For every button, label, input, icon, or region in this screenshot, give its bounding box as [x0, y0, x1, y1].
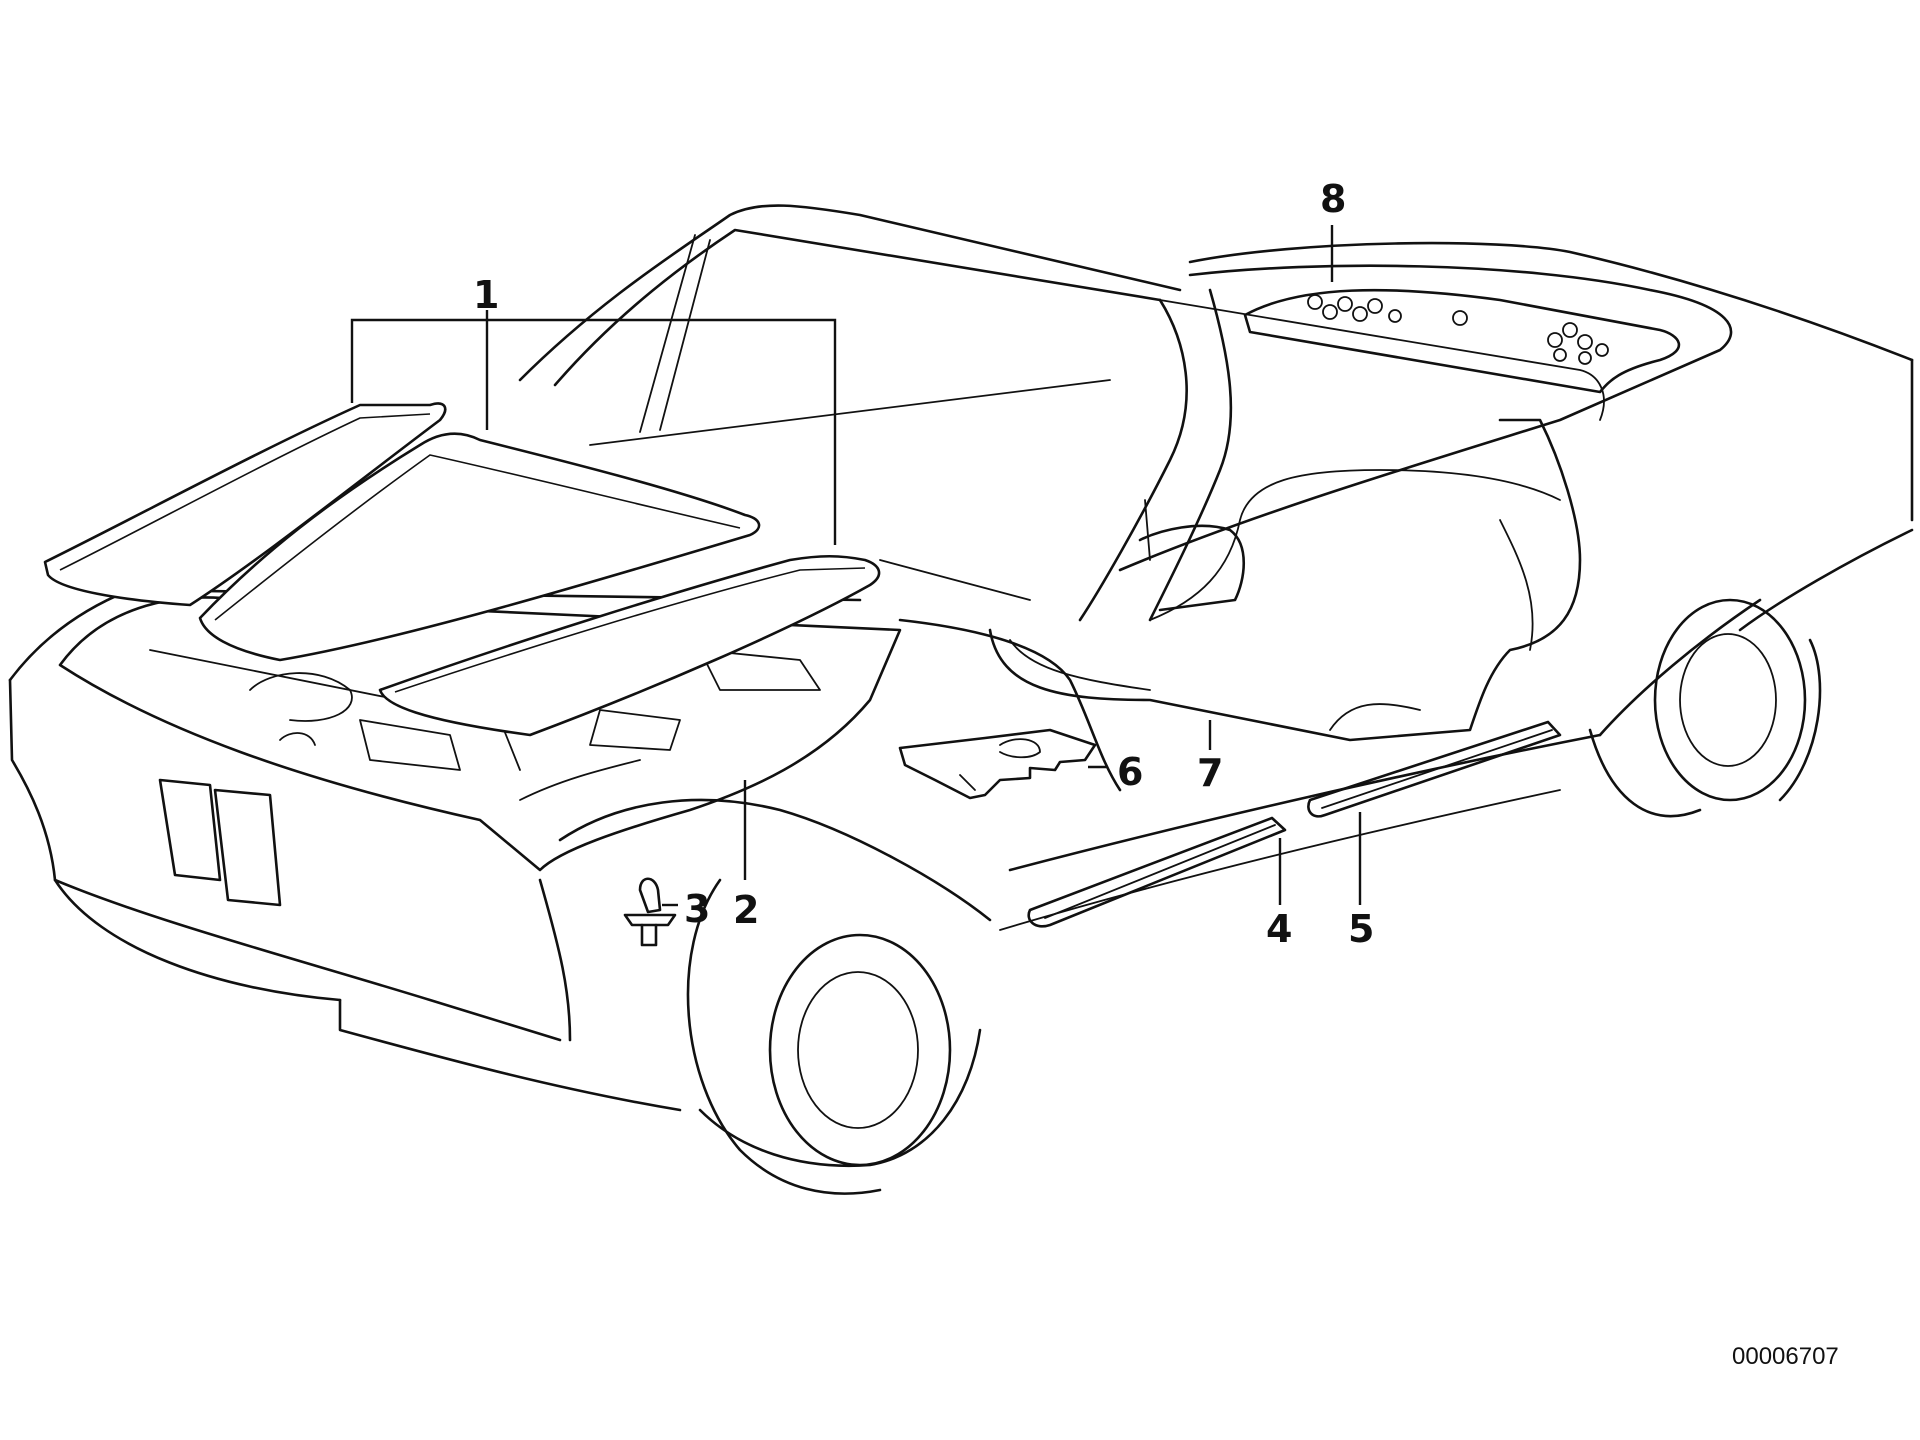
hood-insulation-pads-1	[43, 402, 881, 737]
callout-8: 8	[1320, 177, 1346, 221]
rear-deck-insulation-8	[1243, 288, 1681, 394]
diagram-reference-number: 00006707	[1732, 1343, 1839, 1370]
callout-3: 3	[684, 887, 710, 931]
callout-4: 4	[1266, 907, 1292, 951]
callout-6: 6	[1117, 750, 1143, 794]
sill-insulation-4	[1027, 816, 1287, 928]
callout-7: 7	[1197, 751, 1223, 795]
callout-1: 1	[473, 273, 499, 317]
callout-5: 5	[1348, 907, 1374, 951]
leader-1	[350, 318, 837, 545]
clip-3	[623, 877, 677, 947]
engine-bay-insulation-2	[58, 596, 902, 872]
floor-insulation-7	[988, 418, 1582, 742]
car-body-outline	[8, 204, 1914, 1195]
sill-insulation-5	[1307, 720, 1562, 818]
callout-2: 2	[733, 888, 759, 932]
floor-pad-6	[898, 728, 1097, 800]
